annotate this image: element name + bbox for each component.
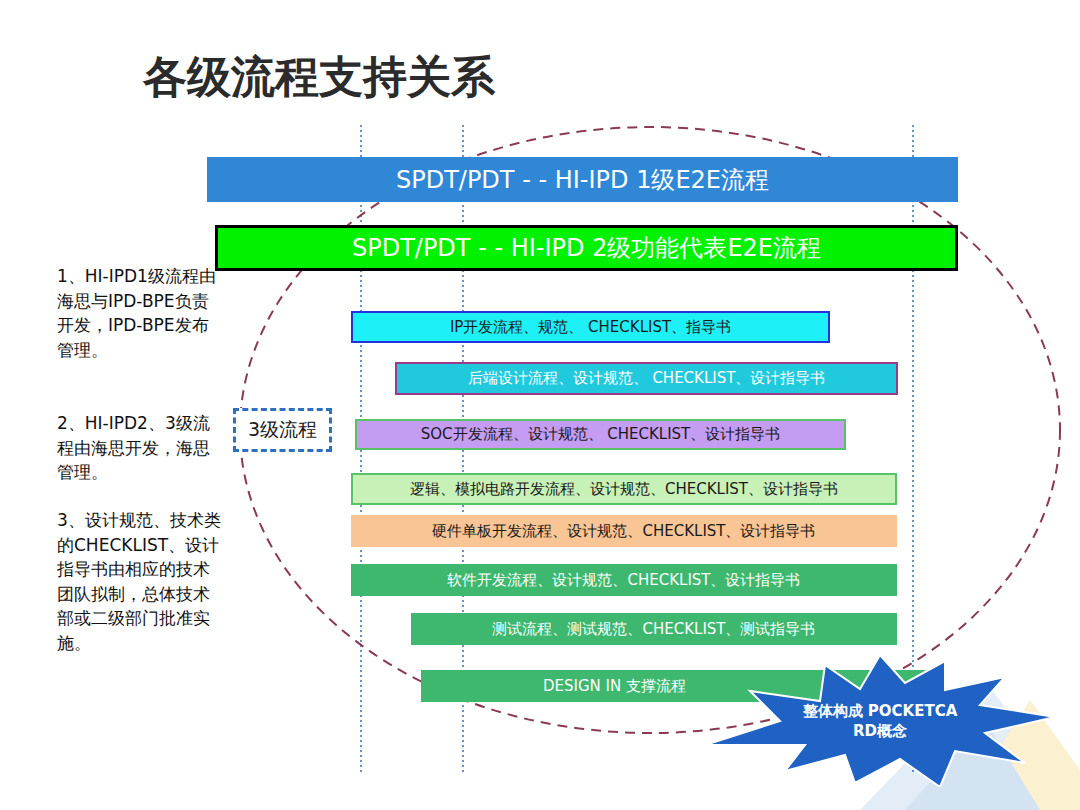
bar-label: 3级流程 (248, 417, 317, 443)
process-bar: IP开发流程、规范、 CHECKLIST、指导书 (351, 311, 830, 343)
process-bar: 软件开发流程、设计规范、CHECKLIST、设计指导书 (351, 564, 897, 596)
process-bar: 测试流程、测试规范、CHECKLIST、测试指导书 (411, 613, 897, 645)
bar-label: 测试流程、测试规范、CHECKLIST、测试指导书 (492, 620, 815, 639)
side-note: 1、HI-IPD1级流程由海思与IPD-BPE负责开发，IPD-BPE发布管理。 (57, 264, 225, 362)
bar-label: 软件开发流程、设计规范、CHECKLIST、设计指导书 (447, 571, 800, 590)
bar-label: IP开发流程、规范、 CHECKLIST、指导书 (450, 318, 731, 337)
starburst-shape (705, 655, 1055, 787)
process-bar: 逻辑、模拟电路开发流程、设计规范、CHECKLIST、设计指导书 (351, 473, 897, 505)
side-note: 2、HI-IPD2、3级流程由海思开发，海思管理。 (57, 411, 225, 485)
process-bar: SOC开发流程、设计规范、 CHECKLIST、设计指导书 (355, 419, 846, 450)
callout-text: 整体构成 POCKETCARD概念 (800, 701, 960, 741)
bar-label: DESIGN IN 支撑流程 (543, 677, 686, 696)
process-bar: 硬件单板开发流程、设计规范、CHECKLIST、设计指导书 (351, 515, 897, 547)
process-bar: 后端设计流程、设计规范、 CHECKLIST、设计指导书 (395, 362, 898, 395)
bar-label: SPDT/PDT - - HI-IPD 1级E2E流程 (396, 164, 769, 196)
bar-label: 硬件单板开发流程、设计规范、CHECKLIST、设计指导书 (432, 522, 815, 541)
bar-label: 逻辑、模拟电路开发流程、设计规范、CHECKLIST、设计指导书 (410, 480, 838, 499)
level3-tag: 3级流程 (233, 408, 332, 452)
dashed-ellipse (240, 127, 1060, 733)
bar-label: SPDT/PDT - - HI-IPD 2级功能代表E2E流程 (352, 232, 821, 264)
bar-label: SOC开发流程、设计规范、 CHECKLIST、设计指导书 (421, 425, 781, 444)
level2-band: SPDT/PDT - - HI-IPD 2级功能代表E2E流程 (215, 225, 958, 271)
bar-label: 后端设计流程、设计规范、 CHECKLIST、设计指导书 (468, 369, 826, 388)
slide-title: 各级流程支持关系 (143, 48, 495, 107)
level1-band: SPDT/PDT - - HI-IPD 1级E2E流程 (207, 157, 958, 202)
starburst-outline (705, 655, 1055, 787)
side-note: 3、设计规范、技术类的CHECKLIST、设计指导书由相应的技术团队拟制，总体技… (57, 508, 225, 655)
starburst-callout: 整体构成 POCKETCARD概念 (705, 655, 1055, 787)
